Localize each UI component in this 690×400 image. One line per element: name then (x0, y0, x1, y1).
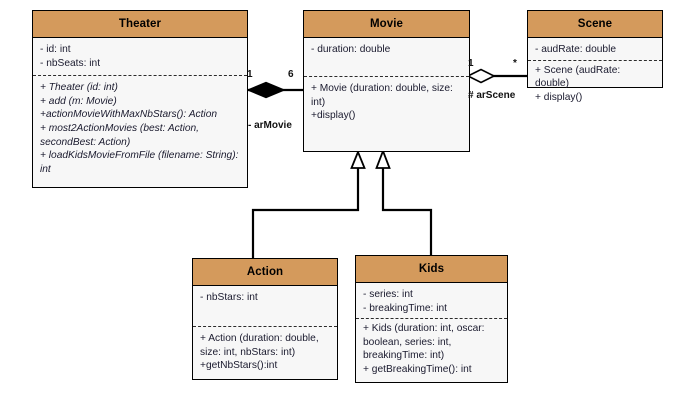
operation-row: + display() (535, 91, 583, 103)
operation-row: +display() (311, 110, 356, 122)
operation-row: +actionMovieWithMaxNbStars(): Action (40, 109, 218, 121)
multiplicity-movie-scene-source: 1 (468, 58, 474, 69)
attributes-compartment-action: - nbStars: int (193, 286, 337, 327)
class-box-kids[interactable]: Kids - series: int - breakingTime: int +… (355, 255, 508, 383)
composition-diamond-icon (246, 81, 286, 99)
operation-row: + most2ActionMovies (best: Action, secon… (40, 122, 200, 148)
attribute-row: - series: int (363, 289, 413, 300)
operation-row: + getBreakingTime(): int (363, 363, 472, 375)
edge-kids-movie (375, 148, 433, 255)
attributes-compartment-kids: - series: int - breakingTime: int (356, 283, 507, 320)
class-box-scene[interactable]: Scene - audRate: double + Scene (audRate… (527, 10, 663, 103)
attribute-row: - breakingTime: int (363, 302, 447, 314)
class-box-movie[interactable]: Movie - duration: double + Movie (durati… (303, 10, 470, 152)
edge-action-movie (251, 149, 366, 258)
attribute-row: - nbSeats: int (40, 57, 101, 69)
multiplicity-theater-side: 1 (247, 69, 253, 80)
class-name-scene: Scene (528, 11, 662, 38)
attribute-row: - id: int (40, 44, 71, 55)
class-name-action: Action (193, 259, 337, 286)
multiplicity-movie-side: 6 (288, 69, 294, 80)
attribute-row: - audRate: double (535, 44, 616, 55)
generalization-triangle-icon (375, 148, 391, 169)
class-box-action[interactable]: Action - nbStars: int + Action (duration… (192, 258, 338, 380)
operations-compartment-kids: + Kids (duration: int, oscar: boolean, s… (356, 319, 507, 382)
operation-row: + Theater (id: int) (40, 82, 118, 94)
class-name-movie: Movie (304, 11, 469, 38)
aggregation-diamond-icon (466, 68, 496, 84)
attribute-row: - nbStars: int (200, 292, 258, 303)
edge-theater-movie (246, 81, 303, 99)
role-label-armovie: - arMovie (248, 120, 292, 131)
operations-compartment-movie: + Movie (duration: double, size: int) +d… (304, 77, 469, 151)
operation-row: + Kids (duration: int, oscar: boolean, s… (363, 323, 485, 362)
attributes-compartment-scene: - audRate: double (528, 38, 662, 61)
operations-compartment-scene: + Scene (audRate: double) + display() (528, 61, 662, 110)
class-name-theater: Theater (33, 11, 247, 38)
attributes-compartment-movie: - duration: double (304, 38, 469, 77)
operations-compartment-action: + Action (duration: double, size: int, n… (193, 327, 337, 379)
multiplicity-movie-scene-target: * (513, 58, 517, 69)
attribute-row: - duration: double (311, 44, 391, 55)
operation-row: + Movie (duration: double, size: int) (311, 83, 453, 108)
role-label-arscene: # arScene (468, 90, 516, 101)
edge-action-movie-line (251, 167, 360, 258)
class-box-theater[interactable]: Theater - id: int - nbSeats: int + Theat… (32, 10, 248, 188)
class-name-kids: Kids (356, 256, 507, 283)
operation-row: + Scene (audRate: double) (535, 64, 621, 90)
operation-row: + add (m: Movie) (40, 95, 117, 107)
generalization-triangle-icon (350, 149, 366, 169)
edge-movie-scene (466, 68, 527, 84)
operation-row: + Action (duration: double, size: int, n… (200, 333, 319, 358)
edge-kids-movie-line (381, 167, 433, 255)
operation-row: + loadKidsMovieFromFile (filename: Strin… (40, 150, 239, 175)
operation-row: +getNbStars():int (200, 360, 278, 372)
operations-compartment-theater: + Theater (id: int) + add (m: Movie) +ac… (33, 76, 247, 187)
attributes-compartment-theater: - id: int - nbSeats: int (33, 38, 247, 77)
